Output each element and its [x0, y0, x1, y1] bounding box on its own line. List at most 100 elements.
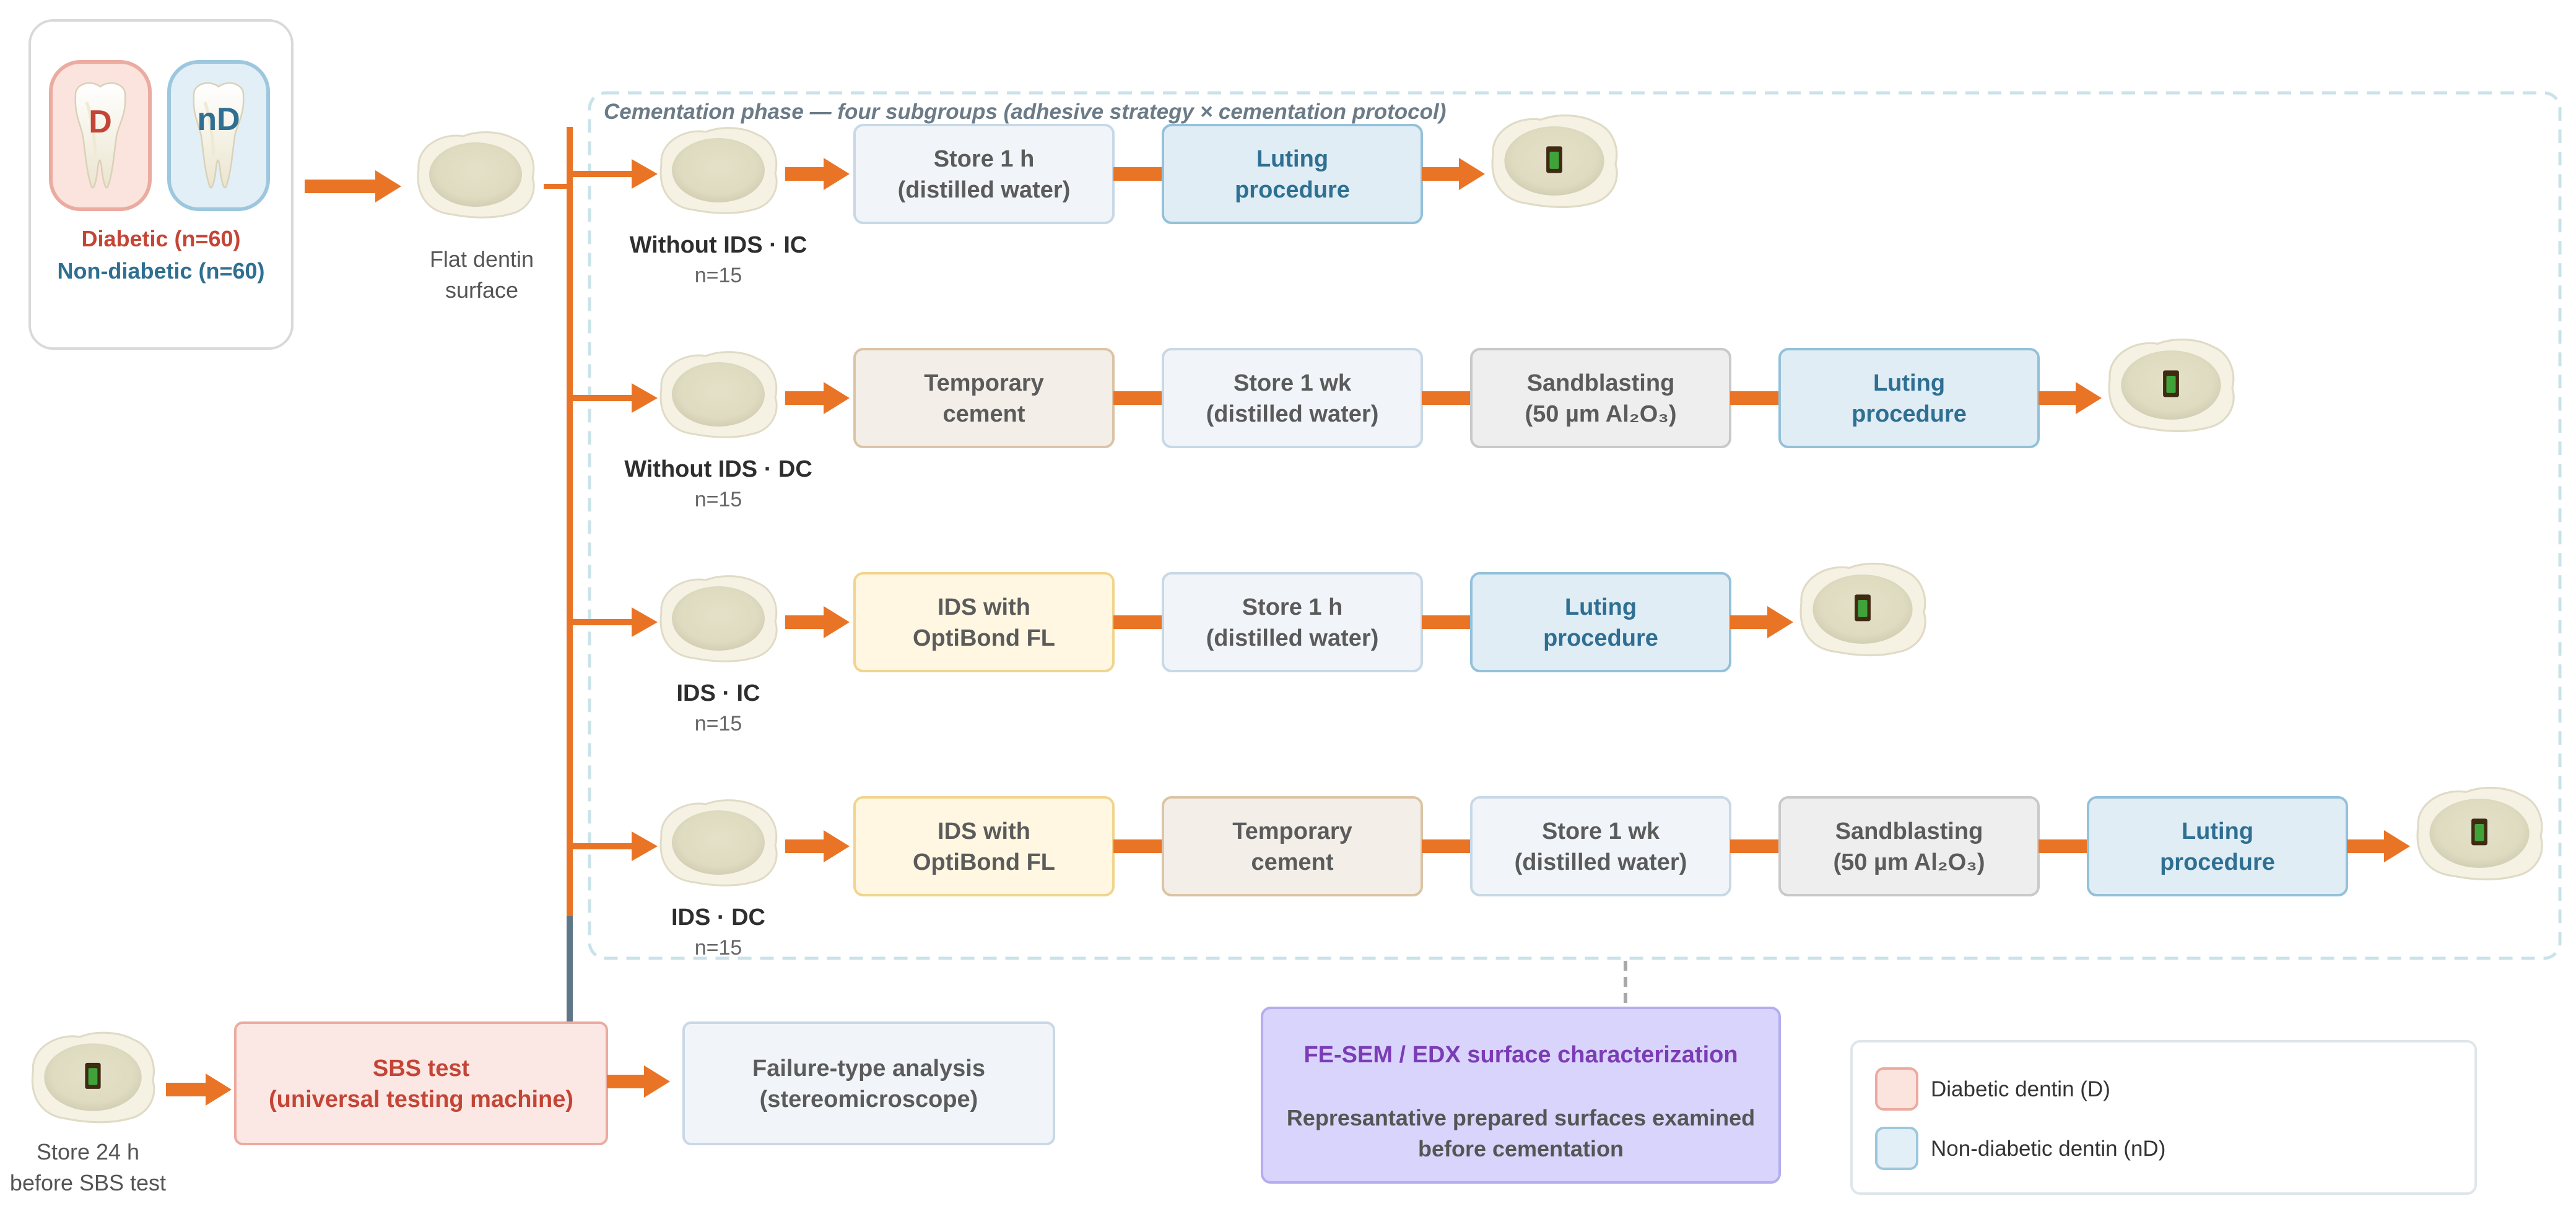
row-4-step-2-box [1162, 796, 1423, 896]
row-4-step-2-label: cement [1251, 849, 1333, 875]
row-3-step-3-box [1470, 572, 1731, 672]
row-2-step-2-label: (distilled water) [1206, 401, 1379, 427]
row-4-n: n=15 [695, 936, 742, 960]
row-4-name: IDS · DC [671, 904, 765, 930]
row-3-step-1-label: OptiBond FL [913, 625, 1055, 651]
row-2-step-3-label: (50 µm Al₂O₃) [1525, 401, 1677, 427]
flat-dentin-label: Flat dentin [430, 246, 534, 272]
row-1-step-2-label: procedure [1235, 177, 1350, 203]
row-4-arrow-out-head [2384, 830, 2410, 862]
row-4-step-1-label: OptiBond FL [913, 849, 1055, 875]
fesem-description: Represantative prepared surfaces examine… [1287, 1105, 1755, 1130]
failure-analysis-box [682, 1021, 1055, 1145]
row-2-arrow-out-head [2076, 382, 2102, 414]
fesem-title: FE-SEM / EDX surface characterization [1303, 1042, 1738, 1068]
row-4-step-4-label: (50 µm Al₂O₃) [1834, 849, 1985, 875]
row-3-step-1-box [853, 572, 1115, 672]
legend-non-diabetic-label: Non-diabetic dentin (nD) [1931, 1137, 2165, 1161]
row-3-arrow-in-head [824, 606, 850, 638]
non-diabetic-badge-label: nD [197, 102, 240, 137]
row-3-arrow-out-head [1767, 606, 1793, 638]
fesem-box [1261, 1007, 1781, 1184]
legend-diabetic-label: Diabetic dentin (D) [1931, 1077, 2110, 1101]
row-2-step-4-label: procedure [1852, 401, 1967, 427]
row-2-step-1-box [853, 348, 1115, 448]
sbs-test-label: (universal testing machine) [269, 1086, 573, 1112]
row-4-step-4-box [1778, 796, 2040, 896]
row-1-step-1-label: Store 1 h [934, 146, 1035, 172]
store-24h-label: Store 24 h [37, 1139, 139, 1164]
row-1-specimen [659, 127, 778, 214]
row-4-step-5-box [2087, 796, 2348, 896]
row-3-step-1-label: IDS with [938, 594, 1030, 620]
sbs-test-label: SBS test [373, 1056, 470, 1082]
row-2-specimen [659, 351, 778, 438]
row-1-arrow-in-head [824, 158, 850, 190]
sbs-test-box [234, 1021, 608, 1145]
diabetic-badge-label: D [89, 104, 112, 140]
legend-box [1850, 1040, 2477, 1195]
row-1-name: Without IDS · IC [630, 232, 807, 258]
row-2-branch-head [632, 383, 658, 413]
row-4-branch-head [632, 831, 658, 861]
row-3-bonded-specimen [1799, 562, 1926, 657]
row-3-step-2-label: (distilled water) [1206, 625, 1379, 651]
row-2-n: n=15 [695, 488, 742, 511]
row-1-branch-head [632, 159, 658, 189]
row-3-step-3-label: Luting [1565, 594, 1637, 620]
row-3-step-3-label: procedure [1543, 625, 1658, 651]
row-4-arrow-in-head [824, 830, 850, 862]
cementation-frame [588, 91, 2562, 960]
flat-dentin-specimen [417, 131, 535, 219]
row-2-step-3-label: Sandblasting [1527, 370, 1675, 396]
legend-non-diabetic-swatch [1875, 1127, 1918, 1170]
row-4-step-5-label: Luting [2182, 818, 2253, 844]
row-1-arrow-out-head [1459, 158, 1485, 190]
row-2-step-4-box [1778, 348, 2040, 448]
row-4-step-1-label: IDS with [938, 818, 1030, 844]
row-2-step-1-label: Temporary [924, 370, 1044, 396]
row-1-step-1-label: (distilled water) [898, 177, 1071, 203]
failure-analysis-label: Failure-type analysis [752, 1056, 985, 1082]
row-3-n: n=15 [695, 712, 742, 735]
row-1-step-2-box [1162, 124, 1423, 224]
store-24h-label: before SBS test [10, 1170, 166, 1195]
row-4-step-4-label: Sandblasting [1835, 818, 1983, 844]
row-2-step-1-label: cement [942, 401, 1025, 427]
fesem-description: before cementation [1418, 1136, 1624, 1161]
cementation-title: Cementation phase — four subgroups (adhe… [604, 100, 1446, 124]
non-diabetic-count: Non-diabetic (n=60) [57, 258, 264, 284]
row-3-branch-head [632, 607, 658, 637]
legend-diabetic-swatch [1875, 1067, 1918, 1111]
row-4-step-3-box [1470, 796, 1731, 896]
flat-dentin-label: surface [445, 277, 518, 303]
row-2-name: Without IDS · DC [624, 456, 812, 482]
sbs-to-failure-arrow-head [644, 1065, 670, 1098]
row-4-step-1-box [853, 796, 1115, 896]
store-to-sbs-arrow-head [206, 1073, 232, 1106]
row-4-step-5-label: procedure [2160, 849, 2275, 875]
row-2-step-4-label: Luting [1873, 370, 1945, 396]
row-1-bonded-specimen [1491, 114, 1618, 209]
row-1-step-2-label: Luting [1256, 146, 1328, 172]
row-3-step-2-box [1162, 572, 1423, 672]
row-2-step-2-box [1162, 348, 1423, 448]
row-3-step-2-label: Store 1 h [1242, 594, 1343, 620]
row-4-bonded-specimen [2416, 786, 2543, 881]
row-4-step-2-label: Temporary [1232, 818, 1352, 844]
row-2-arrow-in-head [824, 382, 850, 414]
row-1-step-1-box [853, 124, 1115, 224]
row-1-n: n=15 [695, 264, 742, 287]
row-3-specimen [659, 575, 778, 662]
row-3-name: IDS · IC [676, 680, 760, 706]
row-4-step-3-label: Store 1 wk [1542, 818, 1660, 844]
row-2-bonded-specimen [2108, 338, 2235, 433]
row-4-specimen [659, 799, 778, 887]
failure-analysis-label: (stereomicroscope) [760, 1086, 978, 1112]
row-4-step-3-label: (distilled water) [1515, 849, 1687, 875]
row-2-step-2-label: Store 1 wk [1234, 370, 1352, 396]
groups-to-dentin-arrow-head [375, 170, 401, 202]
store-24h-specimen [31, 1031, 155, 1124]
row-2-step-3-box [1470, 348, 1731, 448]
